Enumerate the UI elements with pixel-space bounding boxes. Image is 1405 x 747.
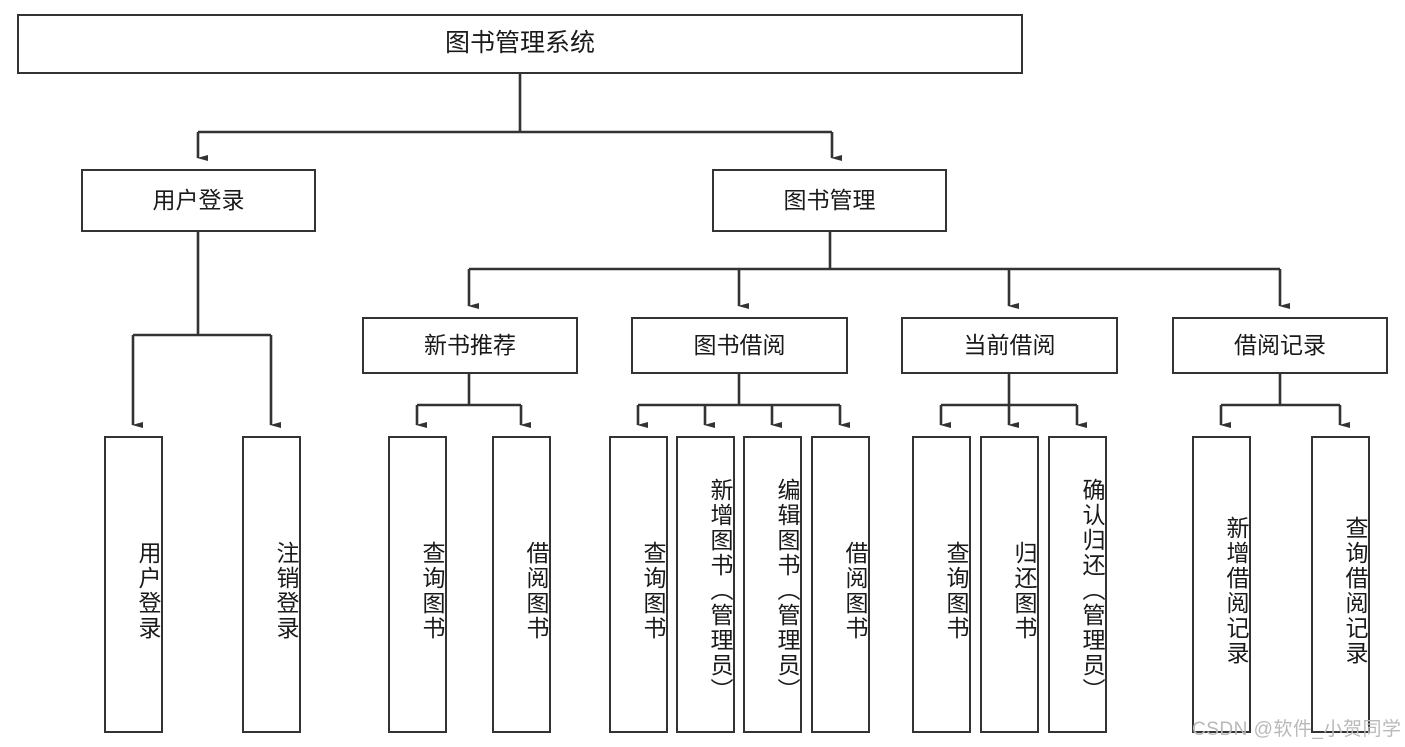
node-label: 借阅记录 (1234, 331, 1326, 358)
leaf-current-borrow-return-book[interactable]: 归还图书 (980, 436, 1039, 733)
node-label: 确认归还（管理员） (1079, 478, 1105, 703)
node-label: 图书管理 (783, 186, 876, 213)
leaf-new-book-query-book[interactable]: 查询图书 (388, 436, 447, 733)
node-current-borrow[interactable]: 当前借阅 (901, 317, 1118, 374)
leaf-user-login[interactable]: 用户登录 (104, 436, 163, 733)
node-label: 用户登录 (135, 540, 161, 641)
node-borrow-record[interactable]: 借阅记录 (1172, 317, 1388, 374)
node-label: 图书借阅 (693, 331, 786, 358)
node-label: 新增图书（管理员） (707, 478, 733, 703)
node-root-book-management-system[interactable]: 图书管理系统 (17, 14, 1023, 74)
node-book-borrow[interactable]: 图书借阅 (631, 317, 848, 374)
node-label: 注销登录 (273, 540, 299, 641)
node-label: 借阅图书 (523, 540, 549, 641)
node-user-login[interactable]: 用户登录 (81, 169, 316, 232)
leaf-new-book-borrow-book[interactable]: 借阅图书 (492, 436, 551, 733)
node-label: 编辑图书（管理员） (774, 478, 800, 703)
leaf-book-borrow-edit-book-admin[interactable]: 编辑图书（管理员） (743, 436, 802, 733)
node-book-management[interactable]: 图书管理 (712, 169, 947, 232)
node-label: 归还图书 (1011, 540, 1037, 641)
node-label: 当前借阅 (963, 331, 1056, 358)
leaf-borrow-record-add-record[interactable]: 新增借阅记录 (1192, 436, 1251, 733)
leaf-book-borrow-borrow-book[interactable]: 借阅图书 (811, 436, 870, 733)
node-label: 查询借阅记录 (1342, 515, 1368, 666)
node-label: 用户登录 (152, 186, 245, 213)
node-label: 新书推荐 (424, 331, 516, 358)
leaf-logout[interactable]: 注销登录 (242, 436, 301, 733)
leaf-borrow-record-query-record[interactable]: 查询借阅记录 (1311, 436, 1370, 733)
node-label: 查询图书 (943, 540, 969, 641)
node-label: 借阅图书 (842, 540, 868, 641)
leaf-current-borrow-confirm-return-admin[interactable]: 确认归还（管理员） (1048, 436, 1107, 733)
node-label: 查询图书 (419, 540, 445, 641)
node-label: 图书管理系统 (444, 29, 595, 58)
leaf-current-borrow-query-book[interactable]: 查询图书 (912, 436, 971, 733)
node-new-book-recommendation[interactable]: 新书推荐 (362, 317, 578, 374)
leaf-book-borrow-add-book-admin[interactable]: 新增图书（管理员） (676, 436, 735, 733)
leaf-book-borrow-query-book[interactable]: 查询图书 (609, 436, 668, 733)
csdn-watermark: CSDN @软件_小贺同学 (1192, 719, 1402, 740)
node-label: 查询图书 (640, 540, 666, 641)
node-label: 新增借阅记录 (1223, 515, 1249, 666)
